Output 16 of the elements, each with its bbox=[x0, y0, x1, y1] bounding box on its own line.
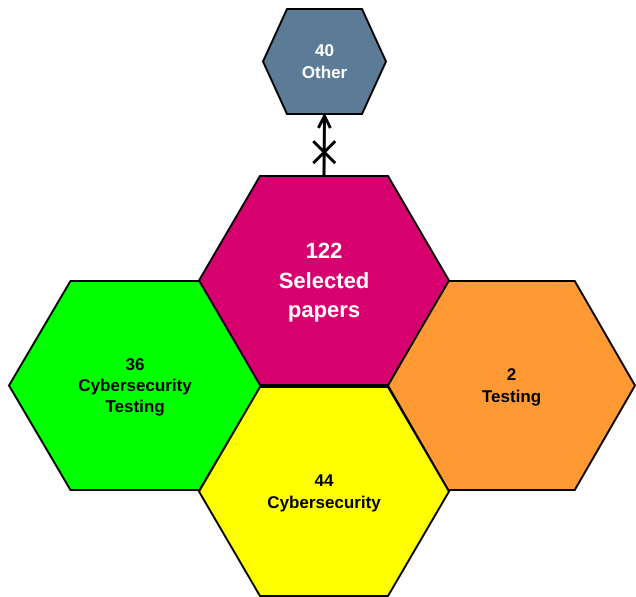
count-label: 2 bbox=[506, 364, 516, 386]
count-label: 122 bbox=[306, 236, 342, 265]
count-label: 36 bbox=[126, 354, 144, 375]
category-label: Other bbox=[302, 62, 348, 83]
hexagon-node bbox=[8, 280, 262, 491]
count-label: 40 bbox=[315, 40, 334, 62]
hexagon-node bbox=[198, 175, 450, 386]
category-label: Testing bbox=[482, 386, 542, 407]
excluded-arrow bbox=[312, 114, 337, 176]
category-label: Selected papers bbox=[278, 266, 370, 324]
hexagon-node bbox=[262, 8, 388, 115]
category-label: Cybersecurity bbox=[267, 492, 381, 513]
hexagon-node bbox=[386, 280, 636, 491]
count-label: 44 bbox=[314, 470, 334, 492]
category-label: Cybersecurity Testing bbox=[77, 374, 193, 418]
hexagon-node bbox=[198, 386, 450, 597]
